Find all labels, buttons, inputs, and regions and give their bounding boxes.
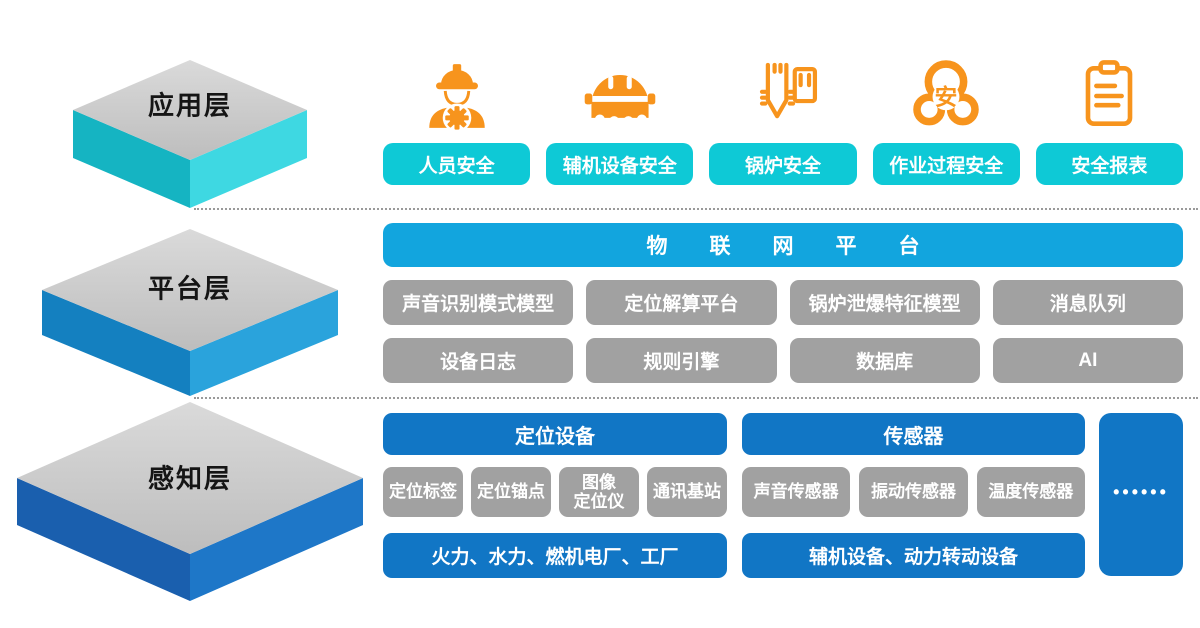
- equipment-helmet-icon: [578, 48, 662, 143]
- platform-modules-grid: 声音识别模式模型 定位解算平台 锅炉泄爆特征模型 消息队列 设备日志 规则引擎 …: [383, 280, 1183, 383]
- platform-layer-cube: [42, 229, 338, 396]
- app-item-button: 人员安全: [383, 143, 531, 185]
- device-chip: 图像 定位仪: [559, 467, 639, 517]
- device-chip: 定位标签: [383, 467, 463, 517]
- platform-module: 设备日志: [383, 338, 574, 383]
- app-item-aux-equipment: 辅机设备安全: [546, 48, 694, 185]
- device-chip: 定位锚点: [471, 467, 551, 517]
- platform-module: 声音识别模式模型: [383, 280, 574, 325]
- layer-separator: [194, 208, 1198, 210]
- sensor-chip: 振动传感器: [859, 467, 968, 517]
- app-item-personnel: 人员安全: [383, 48, 531, 185]
- plant-targets-button: 火力、水力、燃机电厂、工厂: [383, 533, 727, 578]
- worker-safety-icon: [415, 48, 499, 143]
- ellipsis-dots: ••••••: [1113, 482, 1169, 502]
- perception-layer-label: 感知层: [147, 463, 233, 494]
- positioning-devices-row: 定位标签 定位锚点 图像 定位仪 通讯基站: [383, 467, 727, 517]
- sensor-chip: 声音传感器: [742, 467, 851, 517]
- sensors-header: 传感器: [742, 413, 1085, 455]
- platform-module: 数据库: [789, 338, 980, 383]
- platform-module: AI: [992, 338, 1183, 383]
- emblem-character: 安: [935, 84, 958, 110]
- boiler-icon: [741, 48, 825, 143]
- app-item-button: 辅机设备安全: [546, 143, 694, 185]
- application-items-row: 人员安全: [383, 48, 1184, 185]
- platform-module: 规则引擎: [586, 338, 777, 383]
- process-safety-emblem-icon: 安: [904, 48, 988, 143]
- app-item-button: 作业过程安全: [872, 143, 1020, 185]
- more-devices-bar: ••••••: [1099, 413, 1183, 576]
- layer-cubes: [17, 60, 363, 601]
- platform-module: 定位解算平台: [586, 280, 777, 325]
- perception-layer-cube: [17, 402, 363, 601]
- platform-module: 消息队列: [992, 280, 1183, 325]
- safety-report-icon: [1067, 48, 1151, 143]
- equipment-targets-button: 辅机设备、动力转动设备: [742, 533, 1085, 578]
- platform-layer-label: 平台层: [147, 273, 233, 304]
- app-item-process: 安 作业过程安全: [872, 48, 1020, 185]
- app-item-button: 安全报表: [1035, 143, 1184, 185]
- app-item-button: 锅炉安全: [709, 143, 857, 185]
- platform-module: 锅炉泄爆特征模型: [789, 280, 980, 325]
- sensor-chip: 温度传感器: [976, 467, 1085, 517]
- layer-separator: [194, 397, 1198, 399]
- app-item-report: 安全报表: [1035, 48, 1184, 185]
- app-layer-label: 应用层: [147, 90, 233, 121]
- app-layer-cube: [73, 60, 307, 208]
- positioning-devices-header: 定位设备: [383, 413, 727, 455]
- iot-platform-bar: 物联网平台: [383, 223, 1183, 267]
- sensors-row: 声音传感器 振动传感器 温度传感器: [742, 467, 1085, 517]
- device-chip: 通讯基站: [647, 467, 727, 517]
- app-item-boiler: 锅炉安全: [709, 48, 857, 185]
